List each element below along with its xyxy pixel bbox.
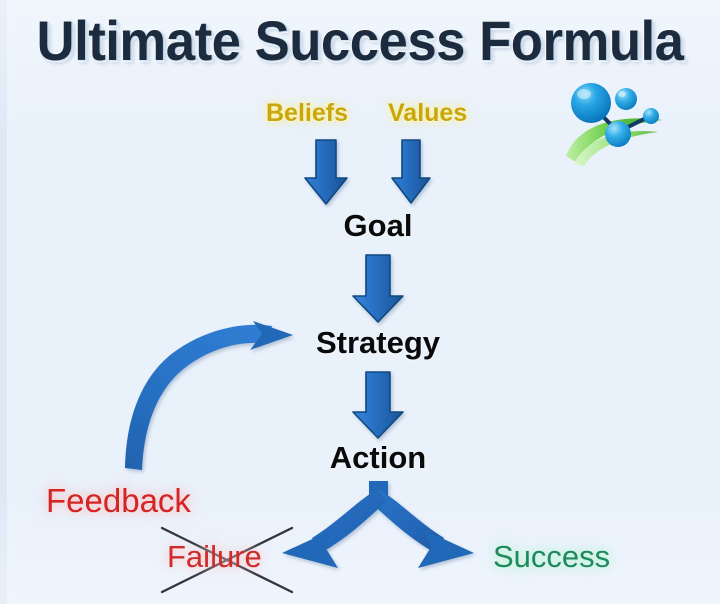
arrow-beliefs-to-goal	[304, 139, 348, 205]
arrow-values-to-goal	[391, 139, 431, 204]
node-failure: Failure	[167, 539, 262, 574]
page-title: Ultimate Success Formula	[36, 9, 684, 72]
arrow-strategy-to-action	[352, 371, 404, 439]
arrow-action-fork	[282, 481, 474, 568]
node-strategy: Strategy	[315, 325, 441, 360]
node-feedback: Feedback	[46, 482, 191, 519]
node-goal: Goal	[343, 208, 413, 243]
node-action: Action	[329, 440, 427, 475]
arrow-goal-to-strategy	[352, 254, 404, 323]
molecule-network-logo	[560, 72, 670, 168]
failure-strikethrough-x	[160, 526, 294, 594]
node-success: Success	[493, 539, 611, 574]
node-values: Values	[388, 99, 468, 127]
arrow-feedback-to-strategy	[125, 321, 293, 470]
node-beliefs: Beliefs	[266, 99, 348, 127]
